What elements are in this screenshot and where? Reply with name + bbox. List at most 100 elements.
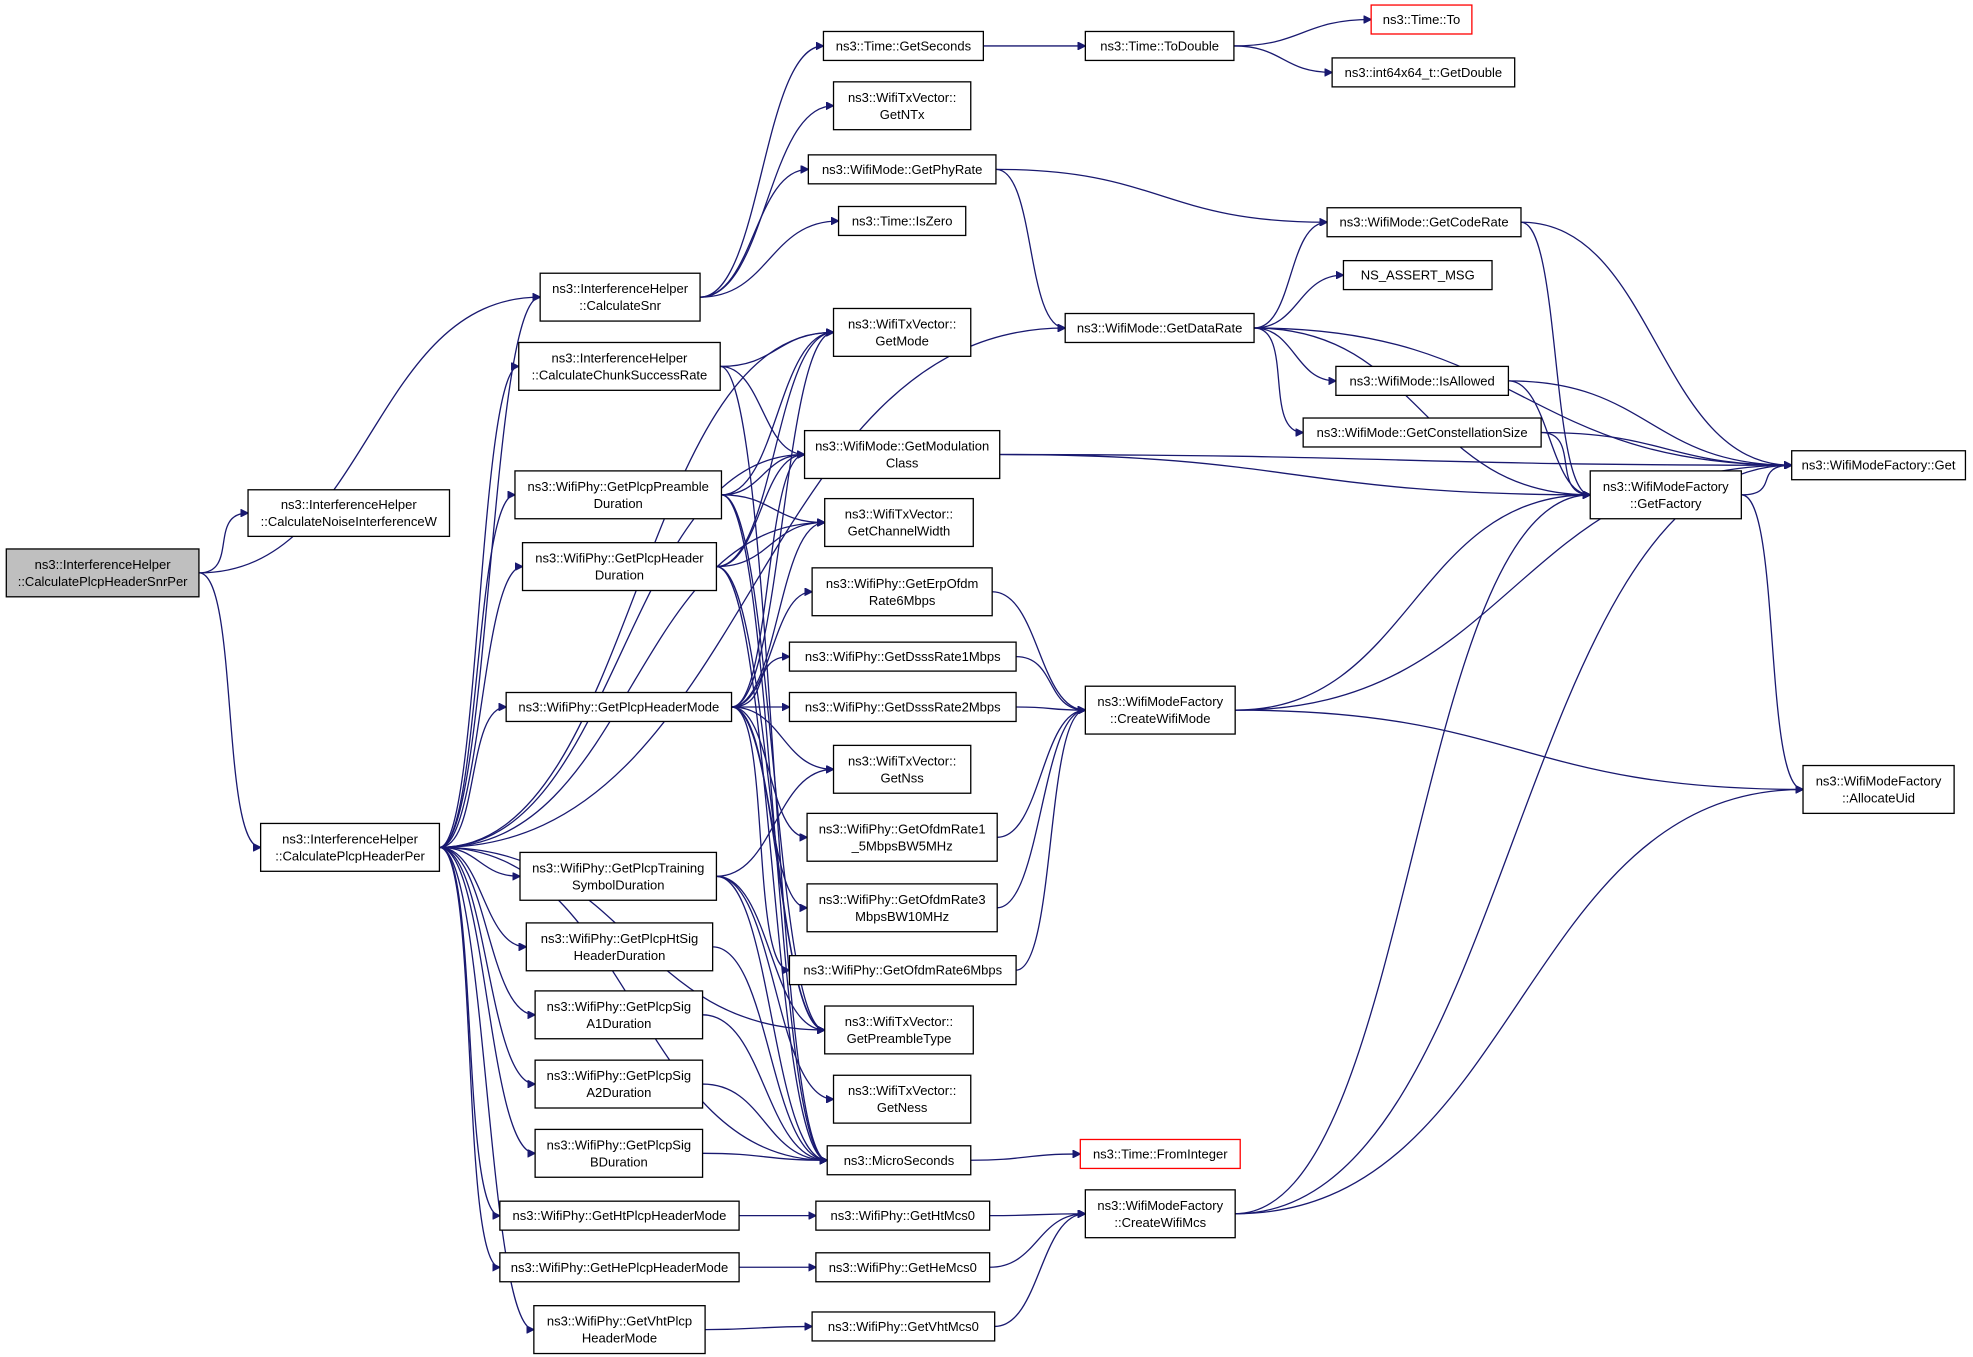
node-box-factGet — [1791, 450, 1967, 481]
node-preType[interactable]: ns3::WifiTxVector::GetPreambleType — [824, 1005, 974, 1055]
node-label-getFactory-1: ::GetFactory — [1630, 496, 1702, 511]
node-phyRate[interactable]: ns3::WifiMode::GetPhyRate — [807, 154, 997, 185]
node-getFactory[interactable]: ns3::WifiModeFactory::GetFactory — [1589, 470, 1742, 520]
node-training[interactable]: ns3::WifiPhy::GetPlcpTrainingSymbolDurat… — [519, 851, 718, 901]
edge-training-to-preType — [716, 875, 824, 1030]
edge-calcPer-to-sigB — [439, 846, 535, 1153]
node-box-htHM — [499, 1200, 740, 1231]
edge-root-to-snr — [198, 297, 540, 574]
edge-htMcs0-to-createMcs — [989, 1214, 1086, 1216]
node-noise[interactable]: ns3::InterferenceHelper::CalculateNoiseI… — [247, 489, 451, 538]
edge-dataRate-to-getFactory — [1254, 327, 1590, 495]
node-label-training-1: SymbolDuration — [572, 877, 665, 892]
node-createMcs[interactable]: ns3::WifiModeFactory::CreateWifiMcs — [1084, 1189, 1236, 1239]
node-box-getNess — [832, 1074, 972, 1124]
node-box-phyRate — [807, 154, 997, 185]
node-heHM[interactable]: ns3::WifiPhy::GetHePlcpHeaderMode — [499, 1252, 740, 1283]
node-box-getFactory — [1589, 470, 1742, 520]
node-int64[interactable]: ns3::int64x64_t::GetDouble — [1331, 57, 1516, 88]
node-getSeconds[interactable]: ns3::Time::GetSeconds — [822, 30, 985, 62]
node-getMode[interactable]: ns3::WifiTxVector::GetMode — [832, 307, 972, 357]
node-isZero[interactable]: ns3::Time::IsZero — [837, 205, 967, 237]
edge-htSig-to-micro — [712, 946, 828, 1160]
edge-snr-to-phyRate — [700, 169, 808, 298]
node-allocUid[interactable]: ns3::WifiModeFactory::AllocateUid — [1802, 764, 1955, 815]
node-vhtMcs0[interactable]: ns3::WifiPhy::GetVhtMcs0 — [811, 1311, 996, 1342]
edge-createMode-to-allocUid — [1235, 709, 1803, 789]
node-box-allocUid — [1802, 764, 1955, 815]
node-box-sigA1 — [534, 990, 704, 1040]
node-createMode[interactable]: ns3::WifiModeFactory::CreateWifiMode — [1084, 685, 1236, 735]
node-box-erp6 — [811, 567, 993, 617]
node-box-sigA2 — [534, 1059, 704, 1109]
node-isAllowed[interactable]: ns3::WifiMode::IsAllowed — [1335, 365, 1510, 397]
node-label-toDouble-0: ns3::Time::ToDouble — [1100, 38, 1219, 53]
node-label-ofdm6-0: ns3::WifiPhy::GetOfdmRate6Mbps — [803, 963, 1002, 978]
node-calcPer[interactable]: ns3::InterferenceHelper::CalculatePlcpHe… — [259, 822, 441, 872]
node-snr[interactable]: ns3::InterferenceHelper::CalculateSnr — [539, 272, 701, 322]
edge-calcPer-to-snr — [439, 297, 540, 849]
node-chunk[interactable]: ns3::InterferenceHelper::CalculateChunkS… — [518, 341, 721, 391]
node-codeRate[interactable]: ns3::WifiMode::GetCodeRate — [1326, 207, 1522, 238]
node-label-header-1: Duration — [595, 568, 644, 583]
node-box-root — [5, 548, 200, 598]
node-ofdm6[interactable]: ns3::WifiPhy::GetOfdmRate6Mbps — [788, 955, 1017, 986]
node-label-timeTo-0: ns3::Time::To — [1383, 12, 1461, 27]
node-fromInt[interactable]: ns3::Time::FromInteger — [1079, 1138, 1241, 1170]
node-getNTx[interactable]: ns3::WifiTxVector::GetNTx — [832, 81, 972, 131]
node-label-snr-0: ns3::InterferenceHelper — [552, 281, 689, 296]
node-box-dataRate — [1064, 312, 1255, 344]
node-dataRate[interactable]: ns3::WifiMode::GetDataRate — [1064, 312, 1255, 344]
node-getNss[interactable]: ns3::WifiTxVector::GetNss — [832, 744, 972, 794]
node-box-vhtMcs0 — [811, 1311, 996, 1342]
node-label-createMcs-0: ns3::WifiModeFactory — [1097, 1198, 1223, 1213]
node-htMcs0[interactable]: ns3::WifiPhy::GetHtMcs0 — [815, 1200, 991, 1231]
node-dsss2[interactable]: ns3::WifiPhy::GetDsssRate2Mbps — [788, 691, 1017, 723]
node-micro[interactable]: ns3::MicroSeconds — [826, 1145, 972, 1176]
node-box-codeRate — [1326, 207, 1522, 238]
node-assert[interactable]: NS_ASSERT_MSG — [1342, 259, 1493, 291]
node-box-micro — [826, 1145, 972, 1176]
node-chWidth[interactable]: ns3::WifiTxVector::GetChannelWidth — [824, 497, 974, 548]
node-box-getSeconds — [822, 30, 985, 62]
node-label-getMode-1: GetMode — [875, 333, 928, 348]
node-label-dataRate-0: ns3::WifiMode::GetDataRate — [1077, 320, 1242, 335]
node-ofdm15[interactable]: ns3::WifiPhy::GetOfdmRate1_5MbpsBW5MHz — [806, 812, 998, 862]
node-heMcs0[interactable]: ns3::WifiPhy::GetHeMcs0 — [815, 1252, 991, 1283]
edge-headerMode-to-modClass — [731, 455, 805, 708]
node-label-snr-1: ::CalculateSnr — [579, 298, 661, 313]
node-label-htHM-0: ns3::WifiPhy::GetHtPlcpHeaderMode — [513, 1208, 727, 1223]
nodes-layer: ns3::InterferenceHelper::CalculatePlcpHe… — [5, 4, 1967, 1355]
node-label-getNess-1: GetNess — [877, 1100, 928, 1115]
node-getNess[interactable]: ns3::WifiTxVector::GetNess — [832, 1074, 972, 1124]
node-headerMode[interactable]: ns3::WifiPhy::GetPlcpHeaderMode — [505, 691, 733, 723]
node-label-fromInt-0: ns3::Time::FromInteger — [1093, 1146, 1228, 1161]
node-constSize[interactable]: ns3::WifiMode::GetConstellationSize — [1302, 417, 1542, 448]
edge-headerMode-to-getNss — [731, 706, 834, 769]
node-timeTo[interactable]: ns3::Time::To — [1370, 4, 1473, 35]
edge-preamble-to-modClass — [721, 455, 804, 496]
node-label-factGet-0: ns3::WifiModeFactory::Get — [1802, 458, 1956, 473]
node-label-isZero-0: ns3::Time::IsZero — [852, 213, 953, 228]
node-box-dsss2 — [788, 691, 1017, 723]
node-factGet[interactable]: ns3::WifiModeFactory::Get — [1791, 450, 1967, 481]
edge-headerMode-to-getMode — [731, 332, 834, 708]
node-htHM[interactable]: ns3::WifiPhy::GetHtPlcpHeaderMode — [499, 1200, 740, 1231]
node-label-ofdm15-1: _5MbpsBW5MHz — [851, 838, 953, 853]
node-box-assert — [1342, 259, 1493, 291]
node-label-getNTx-1: GetNTx — [880, 107, 925, 122]
node-root[interactable]: ns3::InterferenceHelper::CalculatePlcpHe… — [5, 548, 200, 598]
edge-calcPer-to-htHM — [439, 846, 499, 1215]
node-dsss1[interactable]: ns3::WifiPhy::GetDsssRate1Mbps — [788, 641, 1017, 672]
node-toDouble[interactable]: ns3::Time::ToDouble — [1084, 30, 1235, 62]
